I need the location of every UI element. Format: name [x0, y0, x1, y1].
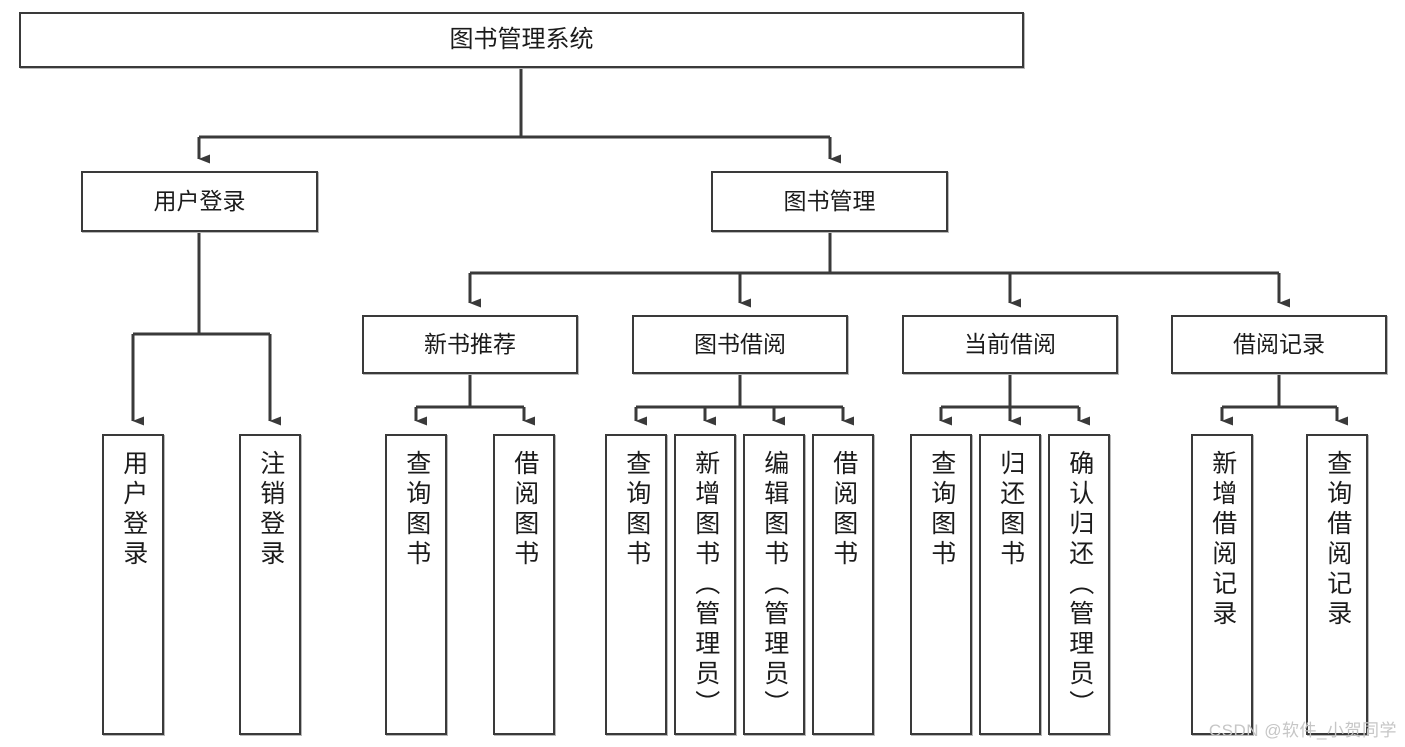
- node-leaf-query-3[interactable]: 查询图书: [910, 434, 972, 735]
- node-user-login[interactable]: 用户登录: [81, 171, 318, 232]
- node-borrow-record-label: 借阅记录: [1233, 330, 1325, 357]
- node-current-borrow-label: 当前借阅: [964, 330, 1056, 357]
- node-borrow-record[interactable]: 借阅记录: [1171, 315, 1387, 374]
- node-leaf-confirm[interactable]: 确认归还（管理员）: [1048, 434, 1110, 735]
- node-leaf-confirm-label: 确认归还（管理员）: [1065, 450, 1094, 720]
- node-user-login-label: 用户登录: [153, 187, 246, 214]
- node-current-borrow[interactable]: 当前借阅: [902, 315, 1118, 374]
- node-leaf-query-1[interactable]: 查询图书: [385, 434, 447, 735]
- node-leaf-logout[interactable]: 注销登录: [239, 434, 301, 735]
- node-leaf-query-1-label: 查询图书: [402, 450, 431, 570]
- node-leaf-return-label: 归还图书: [996, 450, 1025, 570]
- node-leaf-borrow-2-label: 借阅图书: [829, 450, 858, 570]
- node-book-manage[interactable]: 图书管理: [711, 171, 948, 232]
- node-leaf-add-book[interactable]: 新增图书（管理员）: [674, 434, 736, 735]
- node-leaf-query-rec-label: 查询借阅记录: [1323, 450, 1352, 630]
- node-leaf-login-label: 用户登录: [119, 450, 148, 570]
- node-book-borrow[interactable]: 图书借阅: [632, 315, 848, 374]
- node-leaf-edit-book[interactable]: 编辑图书（管理员）: [743, 434, 805, 735]
- node-book-manage-label: 图书管理: [783, 187, 876, 214]
- node-new-book-rec[interactable]: 新书推荐: [362, 315, 578, 374]
- node-leaf-add-book-label: 新增图书（管理员）: [691, 450, 720, 720]
- node-leaf-borrow-1-label: 借阅图书: [510, 450, 539, 570]
- node-leaf-query-3-label: 查询图书: [927, 450, 956, 570]
- watermark: CSDN @软件_小贺同学: [1208, 721, 1397, 740]
- node-leaf-borrow-1[interactable]: 借阅图书: [493, 434, 555, 735]
- node-leaf-logout-label: 注销登录: [256, 450, 285, 570]
- node-leaf-query-rec[interactable]: 查询借阅记录: [1306, 434, 1368, 735]
- node-leaf-return[interactable]: 归还图书: [979, 434, 1041, 735]
- node-leaf-query-2-label: 查询图书: [622, 450, 651, 570]
- node-leaf-borrow-2[interactable]: 借阅图书: [812, 434, 874, 735]
- node-leaf-edit-book-label: 编辑图书（管理员）: [760, 450, 789, 720]
- node-new-book-rec-label: 新书推荐: [424, 330, 516, 357]
- node-leaf-add-rec[interactable]: 新增借阅记录: [1191, 434, 1253, 735]
- node-leaf-query-2[interactable]: 查询图书: [605, 434, 667, 735]
- node-leaf-add-rec-label: 新增借阅记录: [1208, 450, 1237, 630]
- node-book-borrow-label: 图书借阅: [694, 330, 786, 357]
- node-root-label: 图书管理系统: [449, 25, 594, 53]
- node-leaf-login[interactable]: 用户登录: [102, 434, 164, 735]
- node-root[interactable]: 图书管理系统: [19, 12, 1024, 68]
